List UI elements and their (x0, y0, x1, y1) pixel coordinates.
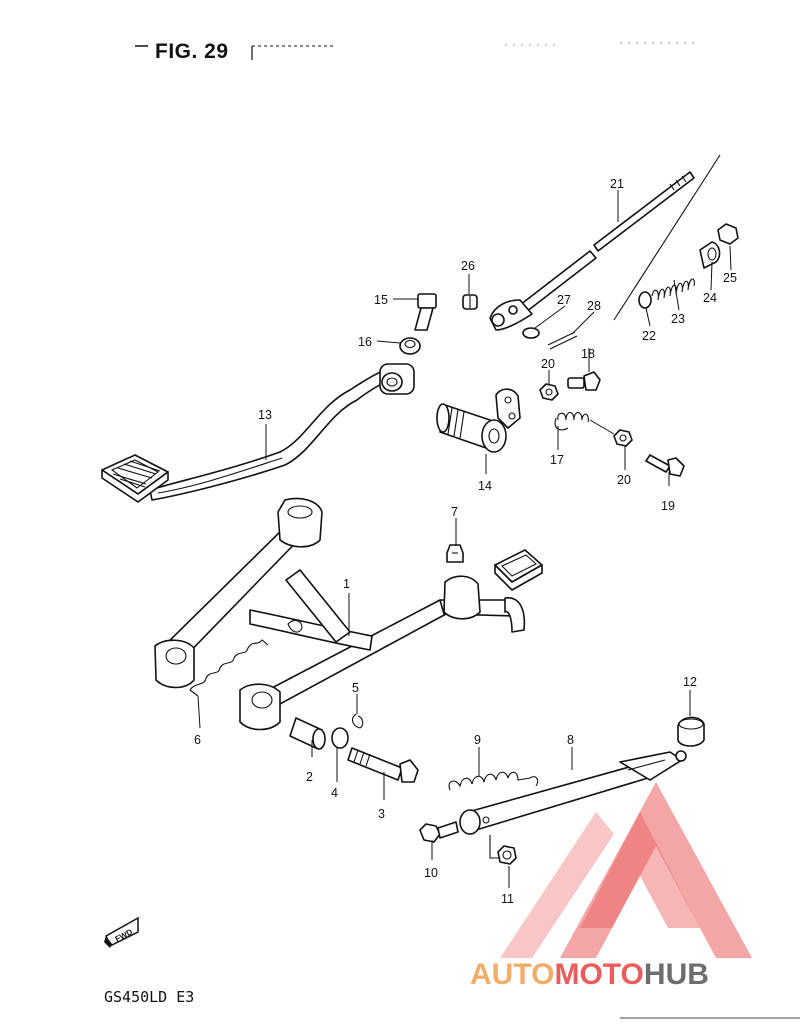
collar-2 (289, 717, 326, 750)
callout-8: 8 (567, 733, 574, 747)
callout-4: 4 (331, 786, 338, 800)
bolt-15 (414, 293, 437, 331)
callout-5: 5 (352, 681, 359, 695)
rubber-12 (677, 716, 705, 747)
svg-text:AUTOMOTOHUB: AUTOMOTOHUB (470, 958, 709, 991)
bolt-3 (347, 747, 419, 783)
figure-title: FIG. 29 (155, 40, 229, 63)
callout-22: 22 (642, 329, 656, 343)
fwd-arrow-icon: FWD (104, 916, 139, 948)
nut-25 (717, 223, 739, 245)
spring-17 (554, 411, 589, 431)
leader-lines (197, 190, 732, 888)
callout-27: 27 (557, 293, 571, 307)
watermark-auto: AUTO (470, 958, 554, 991)
side-stand (459, 750, 687, 835)
brake-rod (489, 171, 695, 331)
washer-27 (522, 327, 540, 339)
callout-25: 25 (723, 271, 737, 285)
watermark-triangle-icon (560, 782, 752, 958)
nut-20a (539, 383, 559, 401)
callout-20a: 20 (541, 357, 555, 371)
washer-22 (638, 291, 652, 309)
stopper-7 (446, 544, 464, 563)
callouts: 1 2 3 4 5 6 7 8 9 10 11 12 13 14 15 16 1… (194, 177, 737, 906)
callout-26: 26 (461, 259, 475, 273)
spring-9 (448, 771, 539, 791)
center-stand (154, 497, 543, 731)
callout-6: 6 (194, 733, 201, 747)
bolt-10 (419, 821, 459, 843)
bolt-19 (645, 454, 685, 477)
callout-7: 7 (451, 505, 458, 519)
bolt-18 (567, 371, 601, 391)
callout-17: 17 (550, 453, 564, 467)
callout-24: 24 (703, 291, 717, 305)
brake-pedal (101, 363, 415, 503)
callout-2: 2 (306, 770, 313, 784)
callout-3: 3 (378, 807, 385, 821)
joint-24 (699, 241, 721, 269)
callout-14: 14 (478, 479, 492, 493)
watermark-moto: MOTO (554, 958, 643, 991)
callout-16: 16 (358, 335, 372, 349)
callout-19: 19 (661, 499, 675, 513)
watermark-hub: HUB (644, 958, 709, 991)
washer-4 (331, 727, 349, 749)
pin-26 (462, 294, 478, 310)
cotter-pin-28 (547, 331, 578, 350)
spring-6 (189, 639, 269, 697)
callout-1: 1 (343, 577, 350, 591)
callout-12: 12 (683, 675, 697, 689)
callout-15: 15 (374, 293, 388, 307)
callout-13: 13 (258, 408, 272, 422)
watermark: AUTOMOTOHUB (470, 782, 752, 991)
callout-9: 9 (474, 733, 481, 747)
callout-23: 23 (671, 312, 685, 326)
callout-18: 18 (581, 347, 595, 361)
nut-20b (613, 429, 633, 447)
nut-16 (399, 337, 421, 355)
model-code: GS450LD E3 (104, 988, 195, 1006)
brake-shaft (436, 388, 521, 453)
callout-10: 10 (424, 866, 438, 880)
callout-20b: 20 (617, 473, 631, 487)
callout-28: 28 (587, 299, 601, 313)
callout-21: 21 (610, 177, 624, 191)
header-marks (135, 42, 700, 60)
clip-5 (351, 713, 364, 729)
spring-23 (651, 278, 695, 301)
nut-11 (497, 845, 517, 865)
callout-11: 11 (501, 892, 514, 906)
